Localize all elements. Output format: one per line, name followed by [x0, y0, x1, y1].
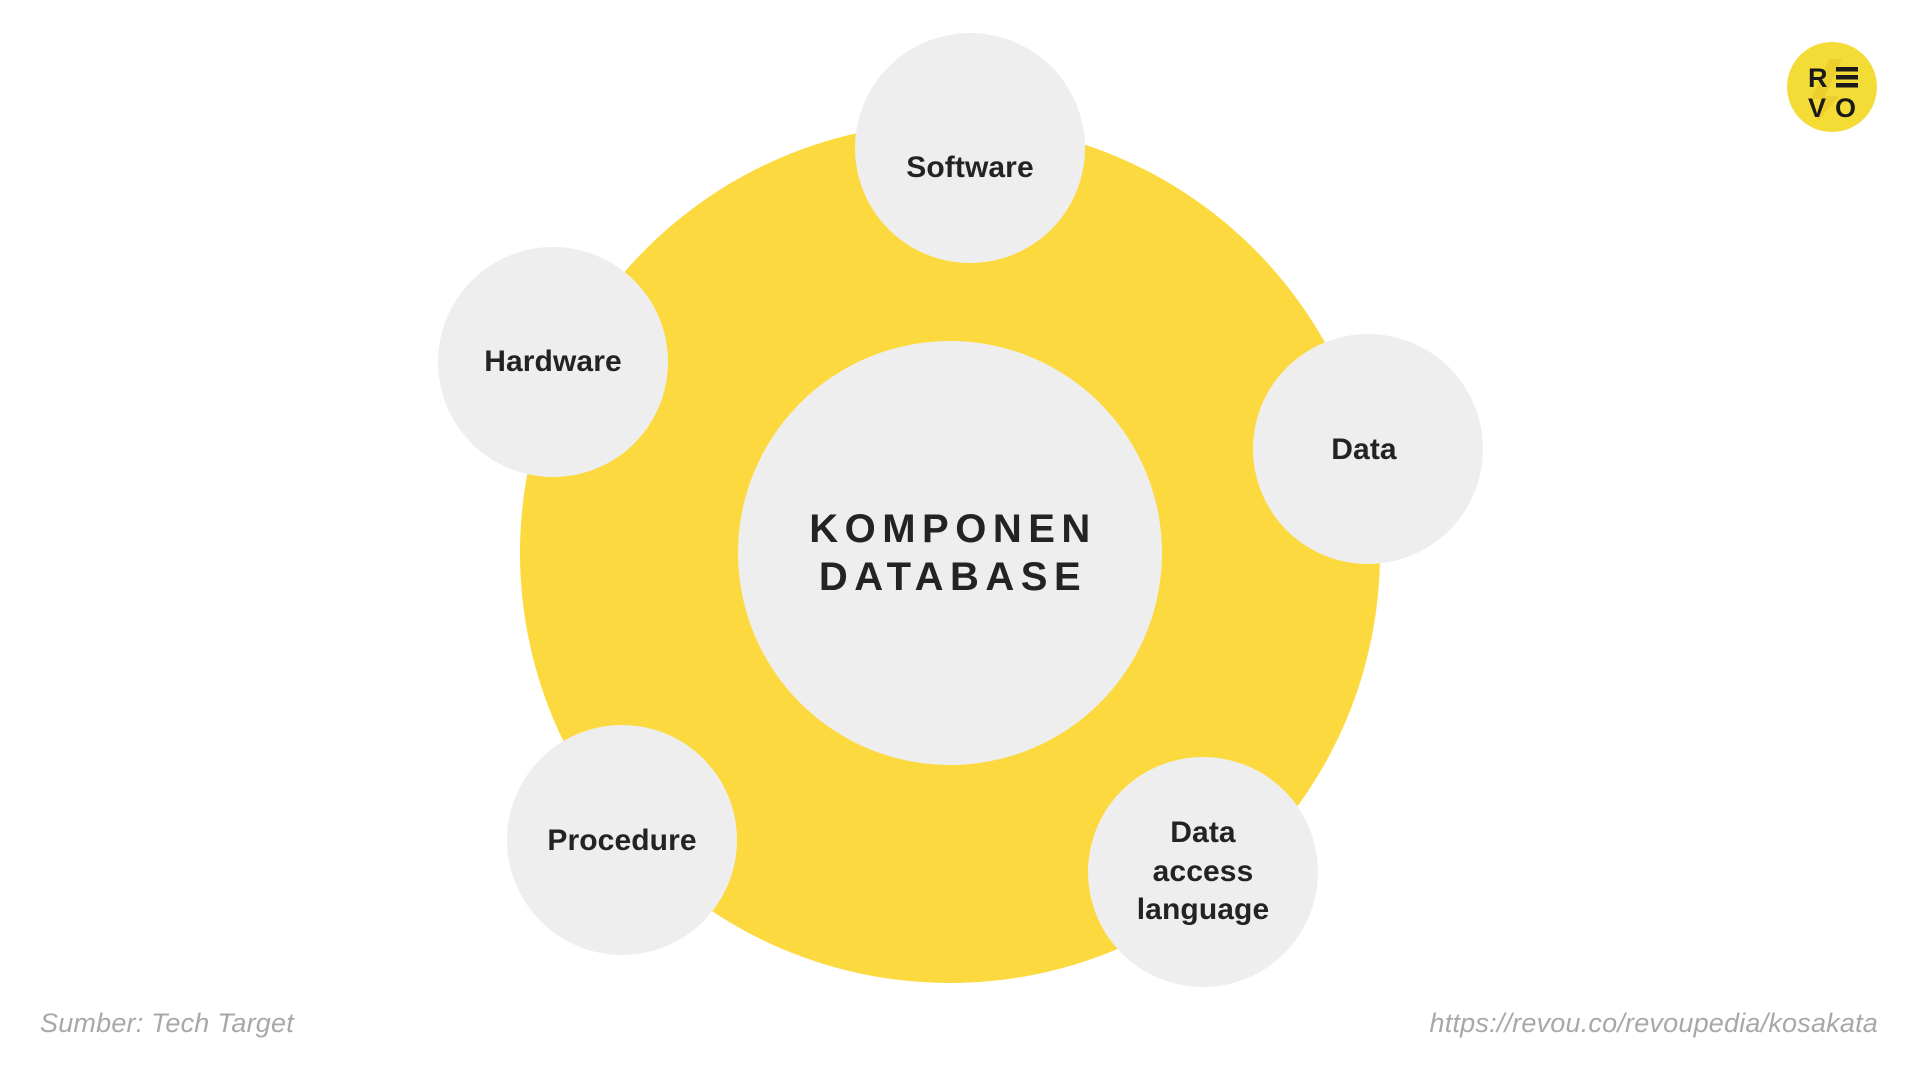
node-data-access-language[interactable]: Data access language: [1088, 757, 1318, 987]
logo-swoosh-icon: [1811, 59, 1842, 122]
source-url: https://revou.co/revoupedia/kosakata: [1429, 1008, 1878, 1038]
node-hardware-label: Hardware: [484, 344, 622, 378]
node-data-label: Data: [1331, 432, 1397, 466]
node-procedure[interactable]: Procedure: [507, 725, 737, 955]
node-software[interactable]: Software: [855, 33, 1085, 263]
node-data-access-language-label: Data access language: [1136, 816, 1270, 927]
node-procedure-label: Procedure: [547, 823, 697, 857]
node-software-label: Software: [906, 150, 1034, 184]
logo-circle-background: [1787, 42, 1877, 132]
revou-logo[interactable]: R V O: [1787, 42, 1877, 132]
hub-circle: KOMPONEN DATABASE: [738, 341, 1162, 765]
node-data[interactable]: Data: [1253, 334, 1483, 564]
logo-letter-r: R: [1808, 63, 1828, 93]
logo-letter-e-icon: [1836, 67, 1858, 88]
source-attribution: Sumber: Tech Target: [40, 1008, 294, 1038]
logo-letter-v: V: [1808, 93, 1826, 123]
hub-label: KOMPONEN DATABASE: [809, 507, 1097, 599]
logo-letter-o: O: [1835, 93, 1856, 123]
node-hardware[interactable]: Hardware: [438, 247, 668, 477]
logo-letters: R V O: [1808, 63, 1858, 123]
